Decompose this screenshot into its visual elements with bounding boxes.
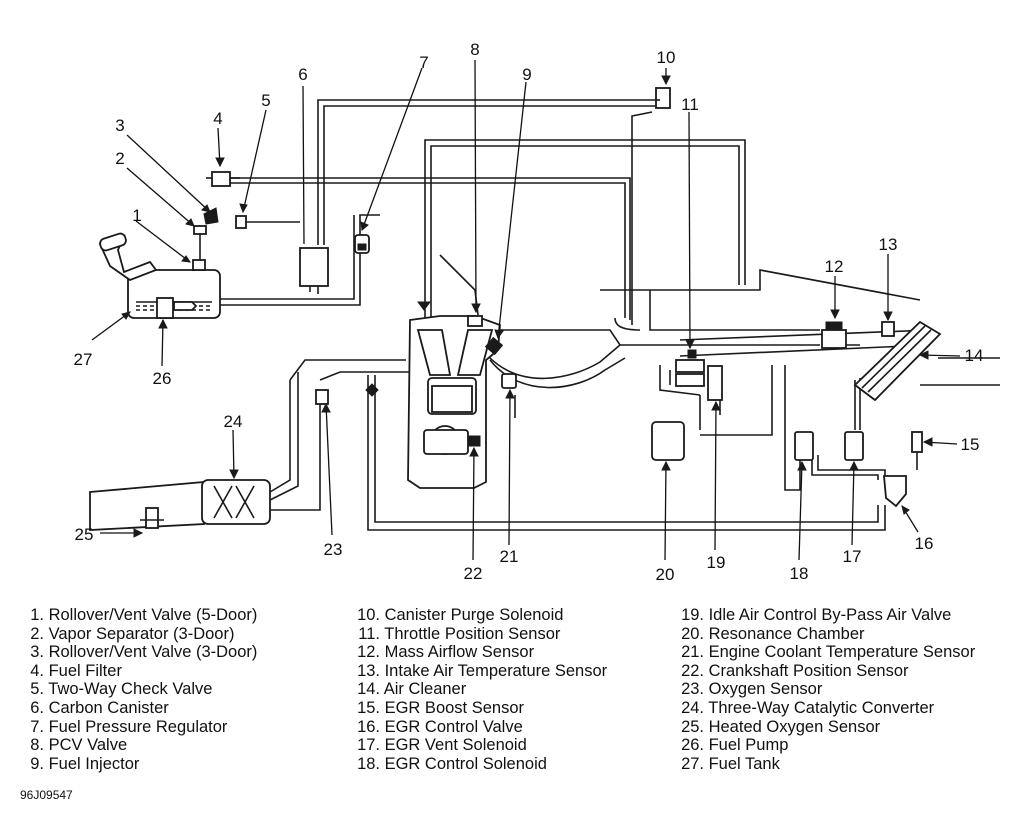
legend-item: 10. Canister Purge Solenoid [357,606,564,624]
engine [407,315,517,489]
callout-20: 20 [656,565,675,584]
legend-item: 13. Intake Air Temperature Sensor [357,661,608,680]
legend-item: 1. Rollover/Vent Valve (5-Door) [30,606,258,624]
callout-14: 14 [965,346,984,365]
legend-item: 16. EGR Control Valve [357,717,523,736]
legend-column-3: 19. Idle Air Control By-Pass Air Valve 2… [670,606,975,773]
callout-22: 22 [464,564,483,583]
callout-23: 23 [324,540,343,559]
callout-16: 16 [915,534,934,553]
callout-12: 12 [825,257,844,276]
legend-item: 22. Crankshaft Position Sensor [681,661,909,680]
legend-item: 3. Rollover/Vent Valve (3-Door) [30,643,258,662]
callout-26: 26 [153,369,172,388]
legend-item: 20. Resonance Chamber [681,624,865,643]
callout-10: 10 [657,48,676,67]
legend-item: 2. Vapor Separator (3-Door) [30,624,235,643]
legend-item: 23. Oxygen Sensor [681,680,823,699]
callout-15: 15 [961,435,980,454]
callout-3: 3 [115,116,124,135]
legend-item: 9. Fuel Injector [30,754,140,773]
legend-item: 17. EGR Vent Solenoid [357,736,527,755]
intake-duct [614,317,931,357]
fuel-pressure-regulator [354,234,370,254]
callout-17: 17 [843,547,862,566]
callout-24: 24 [224,412,243,431]
callout-18: 18 [790,564,809,583]
callout-7: 7 [419,53,428,72]
vent-valves-and-separator [192,171,247,271]
legend-item: 6. Carbon Canister [30,698,169,717]
carbon-canister [299,247,329,294]
legend-item: 5. Two-Way Check Valve [30,680,213,699]
legend-item: 19. Idle Air Control By-Pass Air Valve [681,606,952,624]
legend-item: 4. Fuel Filter [30,661,122,680]
legend-item: 21. Engine Coolant Temperature Sensor [681,643,976,662]
legend-item: 11. Throttle Position Sensor [358,624,561,643]
callout-2: 2 [115,149,124,168]
callout-5: 5 [261,91,270,110]
legend-item: 26. Fuel Pump [681,736,789,755]
egr-components [794,431,923,508]
callout-1: 1 [132,206,141,225]
callout-8: 8 [470,40,479,59]
emission-system-diagram: 1 2 3 4 5 6 7 8 9 10 11 12 13 14 15 16 1… [74,40,1000,584]
legend-item: 15. EGR Boost Sensor [357,698,524,717]
callout-4: 4 [213,109,222,128]
vacuum-and-fuel-lines [199,99,921,531]
callout-numbers: 1 2 3 4 5 6 7 8 9 10 11 12 13 14 15 16 1… [74,40,984,584]
legend-item: 7. Fuel Pressure Regulator [30,717,228,736]
callout-11: 11 [681,95,699,114]
callout-leaders [91,59,961,561]
callout-21: 21 [500,547,519,566]
legend-item: 24. Three-Way Catalytic Converter [681,698,935,717]
legend-column-1: 1. Rollover/Vent Valve (5-Door) 2. Vapor… [18,606,257,773]
air-cleaner [853,320,1000,402]
callout-9: 9 [522,65,531,84]
legend-item: 27. Fuel Tank [681,754,780,773]
iac-and-resonance [651,349,723,461]
canister-purge-solenoid [655,87,671,109]
exhaust-system [89,301,431,531]
callout-25: 25 [75,525,94,544]
legend-item: 14. Air Cleaner [357,680,467,699]
legend-column-2: 10. Canister Purge Solenoid 11. Throttle… [342,606,607,773]
callout-13: 13 [879,235,898,254]
fuel-tank [98,232,221,319]
callout-19: 19 [707,553,726,572]
figure-code: 96J09547 [20,788,73,802]
callout-6: 6 [298,65,307,84]
callout-27: 27 [74,350,93,369]
legend-item: 25. Heated Oxygen Sensor [681,717,881,736]
legend-item: 8. PCV Valve [30,736,128,755]
legend-item: 18. EGR Control Solenoid [357,754,547,773]
legend-item: 12. Mass Airflow Sensor [357,643,535,662]
